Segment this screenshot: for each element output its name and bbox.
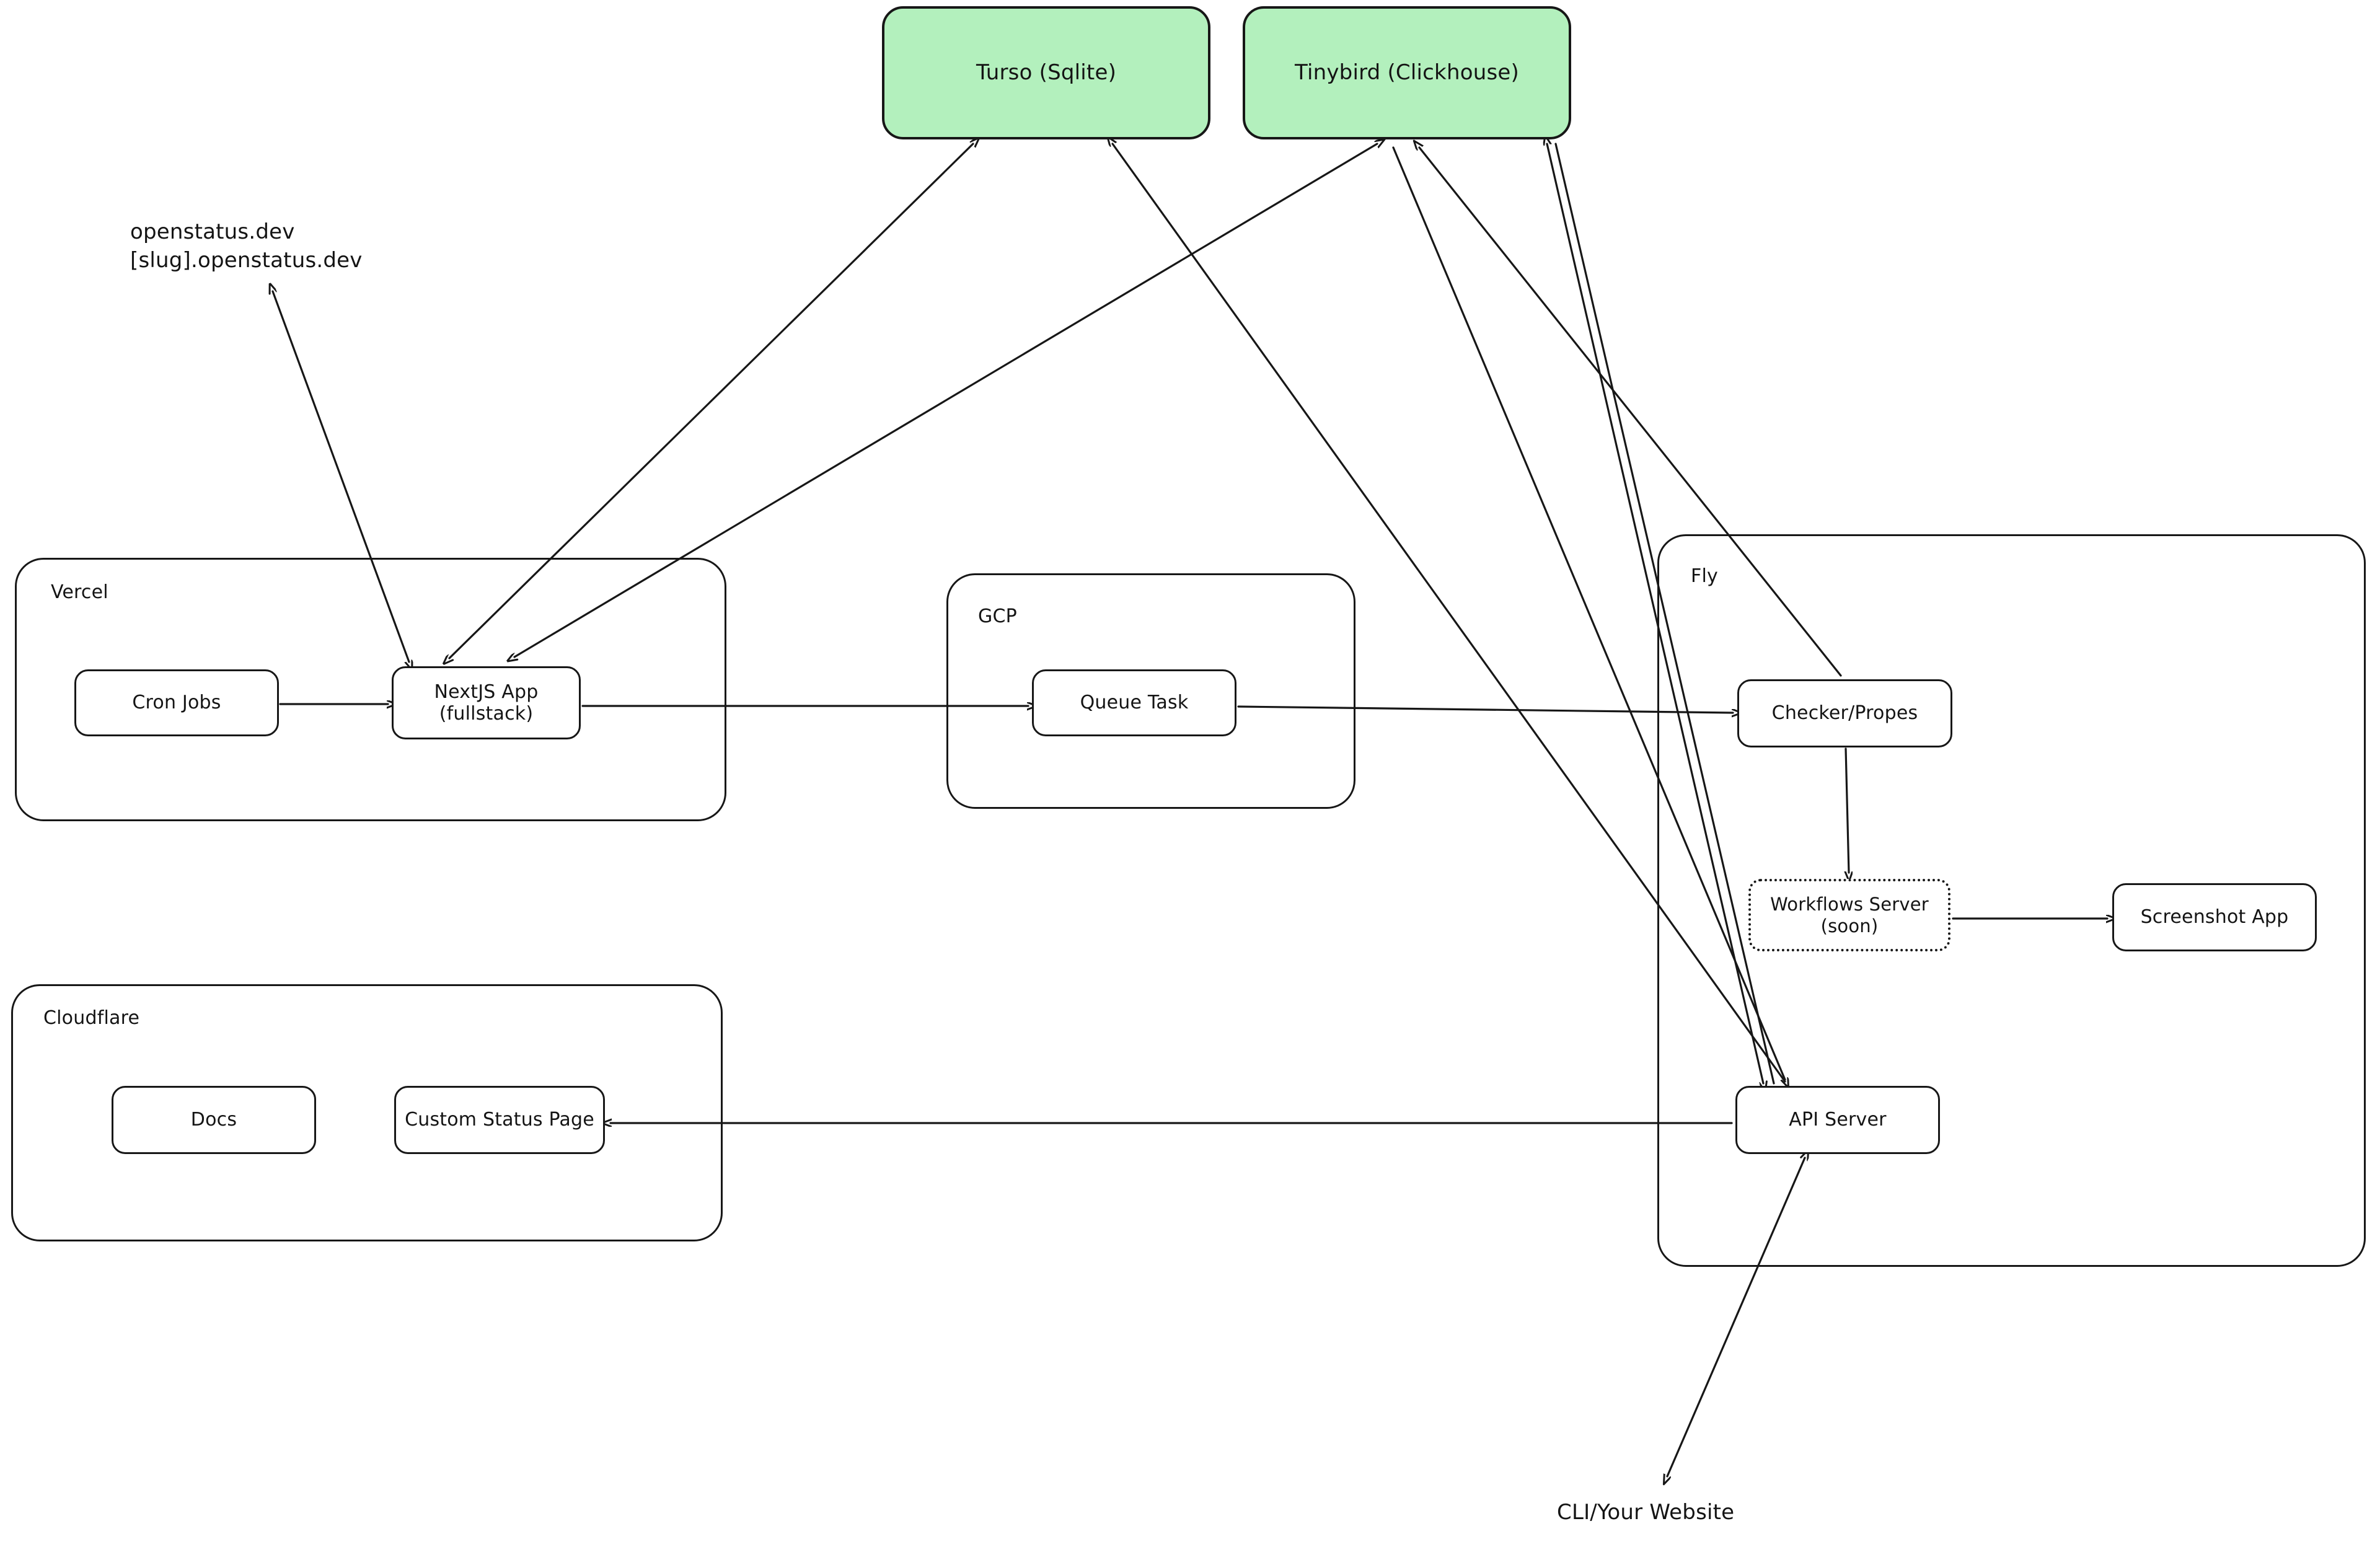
node-label-screenshot-app: Screenshot App: [2140, 906, 2289, 928]
node-label-tinybird: Tinybird (Clickhouse): [1295, 60, 1519, 86]
node-api-server[interactable]: API Server: [1735, 1086, 1940, 1154]
node-label-nextjs-app: NextJS App (fullstack): [434, 681, 539, 725]
edge-checker-to-workflows: [1846, 747, 1849, 873]
edge-tinybird-to-api: [1392, 146, 1785, 1080]
node-checker-probes[interactable]: Checker/Propes: [1737, 679, 1952, 747]
group-cloudflare: [11, 984, 723, 1241]
group-gcp: [946, 573, 1355, 809]
edge-api-to-turso: [1113, 144, 1786, 1083]
node-label-api-server: API Server: [1789, 1109, 1887, 1131]
group-vercel: [15, 558, 726, 821]
node-docs[interactable]: Docs: [112, 1086, 316, 1154]
node-label-docs: Docs: [190, 1109, 237, 1131]
node-nextjs-app[interactable]: NextJS App (fullstack): [392, 666, 581, 739]
edge-cli-to-api: [1667, 1158, 1805, 1476]
node-label-queue-task: Queue Task: [1080, 692, 1189, 714]
edge-domains-to-nextjs: [273, 291, 409, 662]
edge-nextjs-to-tinybird: [514, 144, 1377, 657]
node-queue-task[interactable]: Queue Task: [1032, 669, 1236, 736]
node-label-checker-probes: Checker/Propes: [1771, 702, 1918, 725]
node-label-workflows-server: Workflows Server (soon): [1770, 894, 1929, 937]
edge-api-to-tinybird: [1547, 144, 1763, 1083]
edge-checker-to-tinybird: [1419, 148, 1842, 677]
group-fly: [1657, 534, 2366, 1267]
node-label-turso: Turso (Sqlite): [976, 60, 1117, 86]
edge-api-to-tinybird-b: [1554, 143, 1775, 1085]
node-turso[interactable]: Turso (Sqlite): [882, 6, 1210, 139]
node-screenshot-app[interactable]: Screenshot App: [2112, 883, 2317, 951]
node-custom-status-page[interactable]: Custom Status Page: [394, 1086, 605, 1154]
node-workflows-server[interactable]: Workflows Server (soon): [1748, 879, 1950, 951]
node-tinybird[interactable]: Tinybird (Clickhouse): [1243, 6, 1571, 139]
node-cron-jobs[interactable]: Cron Jobs: [74, 669, 279, 736]
edge-layer: [273, 144, 2107, 1476]
node-label-custom-status-page: Custom Status Page: [405, 1109, 594, 1131]
node-label-cron-jobs: Cron Jobs: [132, 692, 221, 714]
